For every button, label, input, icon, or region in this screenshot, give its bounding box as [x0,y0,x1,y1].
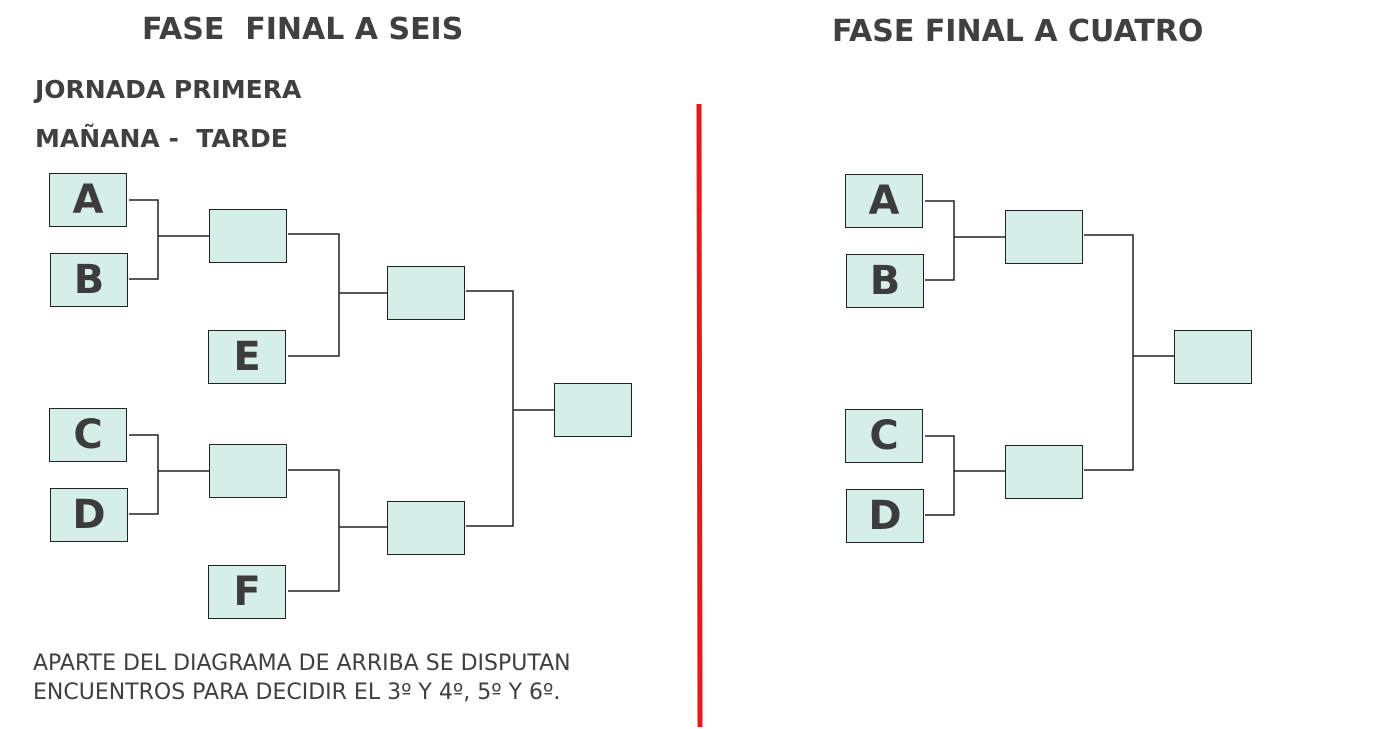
right-final-box [1174,330,1252,384]
connector-a-b [129,199,209,280]
team-box-a: A [49,173,127,227]
title-fase-final-cuatro: FASE FINAL A CUATRO [832,14,1204,49]
right-team-box-b: B [846,254,924,308]
right-team-box-d: D [846,489,924,543]
match-box-cd [209,444,287,498]
connector-right-semis-final [1084,234,1174,471]
title-fase-final-seis: FASE FINAL A SEIS [142,12,464,47]
note-line-1: APARTE DEL DIAGRAMA DE ARRIBA SE DISPUTA… [33,651,571,676]
connector-right-c-d [925,435,1005,516]
semifinal-box-1 [387,266,465,320]
right-semifinal-box-2 [1005,445,1083,499]
right-semifinal-box-1 [1005,210,1083,264]
subtitle-jornada: JORNADA PRIMERA [35,75,302,104]
right-team-box-c: C [845,409,923,463]
connector-semis-final [466,290,554,527]
team-box-e: E [208,330,286,384]
connector-c-d [129,434,209,515]
connector-m1-e [288,233,387,357]
team-box-b: B [50,253,128,307]
connector-right-a-b [925,200,1005,281]
team-box-c: C [49,408,127,462]
match-box-ab [209,209,287,263]
subtitle-manana-tarde: MAÑANA - TARDE [35,124,288,153]
right-team-box-a: A [845,174,923,228]
team-box-f: F [208,565,286,619]
note-line-2: ENCUENTROS PARA DECIDIR EL 3º Y 4º, 5º Y… [33,680,561,705]
connector-m2-f [288,469,387,592]
semifinal-box-2 [387,501,465,555]
final-box [554,383,632,437]
team-box-d: D [50,488,128,542]
divider-line [696,103,703,728]
